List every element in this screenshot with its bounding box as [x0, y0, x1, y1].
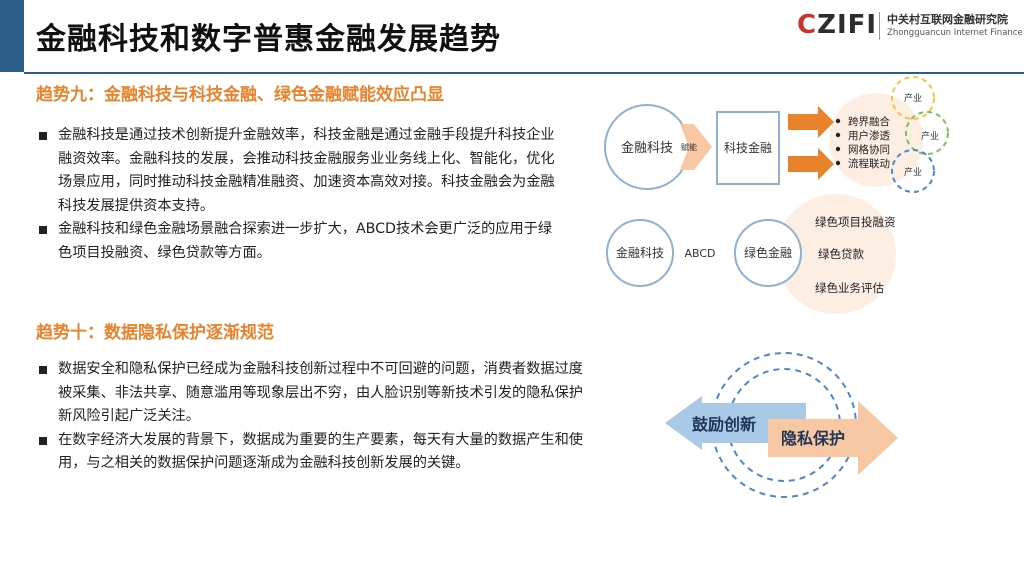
diagram2-fintech-circle	[606, 219, 674, 287]
diagram1-item-2: 用户渗透	[848, 129, 890, 142]
diagram1-empower-chevron	[680, 124, 712, 170]
diagram1-industry-circle-green	[905, 111, 949, 155]
trend9-bullets: 金融科技是通过技术创新提升金融效率，科技金融是通过金融手段提升科技企业融资效率。…	[36, 124, 558, 265]
diagram1-industry-label-2: 产业	[921, 130, 939, 142]
logo-english-name: Zhongguancun Internet Finance Institute	[887, 28, 1024, 38]
diagram1-fintech-label: 金融科技	[621, 140, 673, 156]
logo-separator	[879, 12, 880, 40]
diagram2-item-2: 绿色贷款	[818, 247, 864, 261]
diagram3-right-label: 隐私保护	[781, 429, 845, 448]
diagram1-industry-circle-yellow	[891, 76, 935, 120]
fintech-sci-tech-diagram: 金融科技 赋能 科技金融 跨界融合 用户渗透 网格协同 流程联动 产业 产业 产…	[604, 76, 949, 193]
trend10-bullet-2: 在数字经济大发展的背景下，数据成为重要的生产要素，每天有大量的数据产生和使用，与…	[36, 429, 596, 476]
institute-logo: CZIFI 中关村互联网金融研究院 Zhongguancun Internet …	[797, 8, 1024, 44]
diagram2-green-finance-circle	[734, 219, 802, 287]
logo-chinese-name: 中关村互联网金融研究院	[887, 13, 1008, 26]
diagram1-item-1: 跨界融合	[848, 115, 890, 128]
diagram2-fintech-label: 金融科技	[616, 245, 664, 260]
diagram1-item-dot-1	[835, 118, 841, 124]
diagram1-background-circle	[829, 93, 923, 187]
trend10-bullet-1: 数据安全和隐私保护已经成为金融科技创新过程中不可回避的问题，消费者数据过度被采集…	[36, 358, 596, 429]
trend9-bullet-2: 金融科技和绿色金融场景融合探索进一步扩大，ABCD技术会更广泛的应用于绿色项目投…	[36, 218, 558, 265]
diagram1-item-4: 流程联动	[848, 157, 890, 170]
diagram1-arrow-lower	[788, 148, 834, 180]
diagram1-item-dot-3	[835, 146, 841, 152]
diagram1-item-3: 网格协同	[848, 143, 890, 156]
diagram3-right-arrow	[768, 401, 898, 475]
diagram2-item-3: 绿色业务评估	[815, 281, 884, 295]
trend10-bullets: 数据安全和隐私保护已经成为金融科技创新过程中不可回避的问题，消费者数据过度被采集…	[36, 358, 596, 476]
diagram2-background-circle	[776, 194, 896, 314]
diagram2-abcd-label: ABCD	[684, 247, 715, 260]
trend9-heading: 趋势九：金融科技与科技金融、绿色金融赋能效应凸显	[36, 85, 444, 105]
diagram1-industry-circle-blue	[891, 149, 935, 193]
innovation-privacy-diagram: 鼓励创新 隐私保护	[665, 352, 898, 498]
diagram2-item-1: 绿色项目投融资	[815, 215, 896, 229]
accent-bar	[0, 0, 24, 72]
diagram1-sci-tech-label: 科技金融	[724, 140, 772, 155]
diagram1-industry-label-1: 产业	[904, 92, 922, 104]
diagram1-arrow-upper	[788, 106, 834, 138]
logo-mark: CZIFI	[797, 10, 878, 40]
diagram1-item-dot-2	[835, 132, 841, 138]
diagram1-empower-label: 赋能	[681, 142, 697, 152]
page-title: 金融科技和数字普惠金融发展趋势	[36, 22, 501, 57]
trend9-bullet-1: 金融科技是通过技术创新提升金融效率，科技金融是通过金融手段提升科技企业融资效率。…	[36, 124, 558, 218]
diagram1-item-dot-4	[835, 160, 841, 166]
trend10-heading: 趋势十：数据隐私保护逐渐规范	[36, 323, 274, 343]
diagram1-sci-tech-box	[716, 111, 780, 185]
fintech-green-finance-diagram: 金融科技 ABCD 绿色金融 绿色项目投融资 绿色贷款 绿色业务评估	[606, 194, 896, 314]
diagram2-green-finance-label: 绿色金融	[744, 245, 792, 260]
diagram3-left-label: 鼓励创新	[692, 415, 756, 434]
diagram1-industry-label-3: 产业	[904, 166, 922, 178]
title-divider	[24, 72, 1024, 74]
